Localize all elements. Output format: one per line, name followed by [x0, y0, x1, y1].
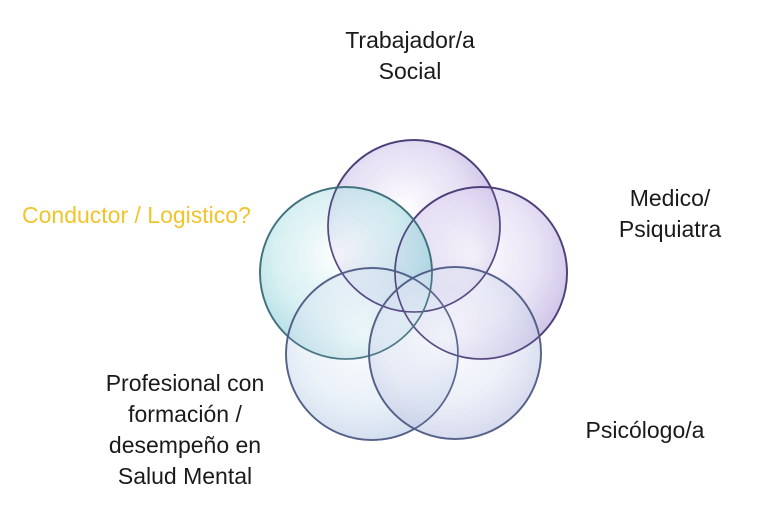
- label-profesional-salud-mental: Profesional con formación / desempeño en…: [105, 370, 265, 489]
- outline-bottom-right: [368, 266, 542, 440]
- label-psicologo: Psicólogo/a: [585, 417, 705, 443]
- circle-bottom-right: [368, 266, 542, 440]
- label-medico-psiquiatra: Medico/ Psiquiatra: [618, 185, 722, 242]
- outline-right: [394, 186, 568, 360]
- label-conductor-logistico: Conductor / Logistico?: [22, 202, 251, 228]
- outline-top: [327, 139, 501, 313]
- outline-left: [259, 186, 433, 360]
- outline-bottom-left: [285, 267, 459, 441]
- label-trabajador-social: Trabajador/a Social: [345, 27, 475, 84]
